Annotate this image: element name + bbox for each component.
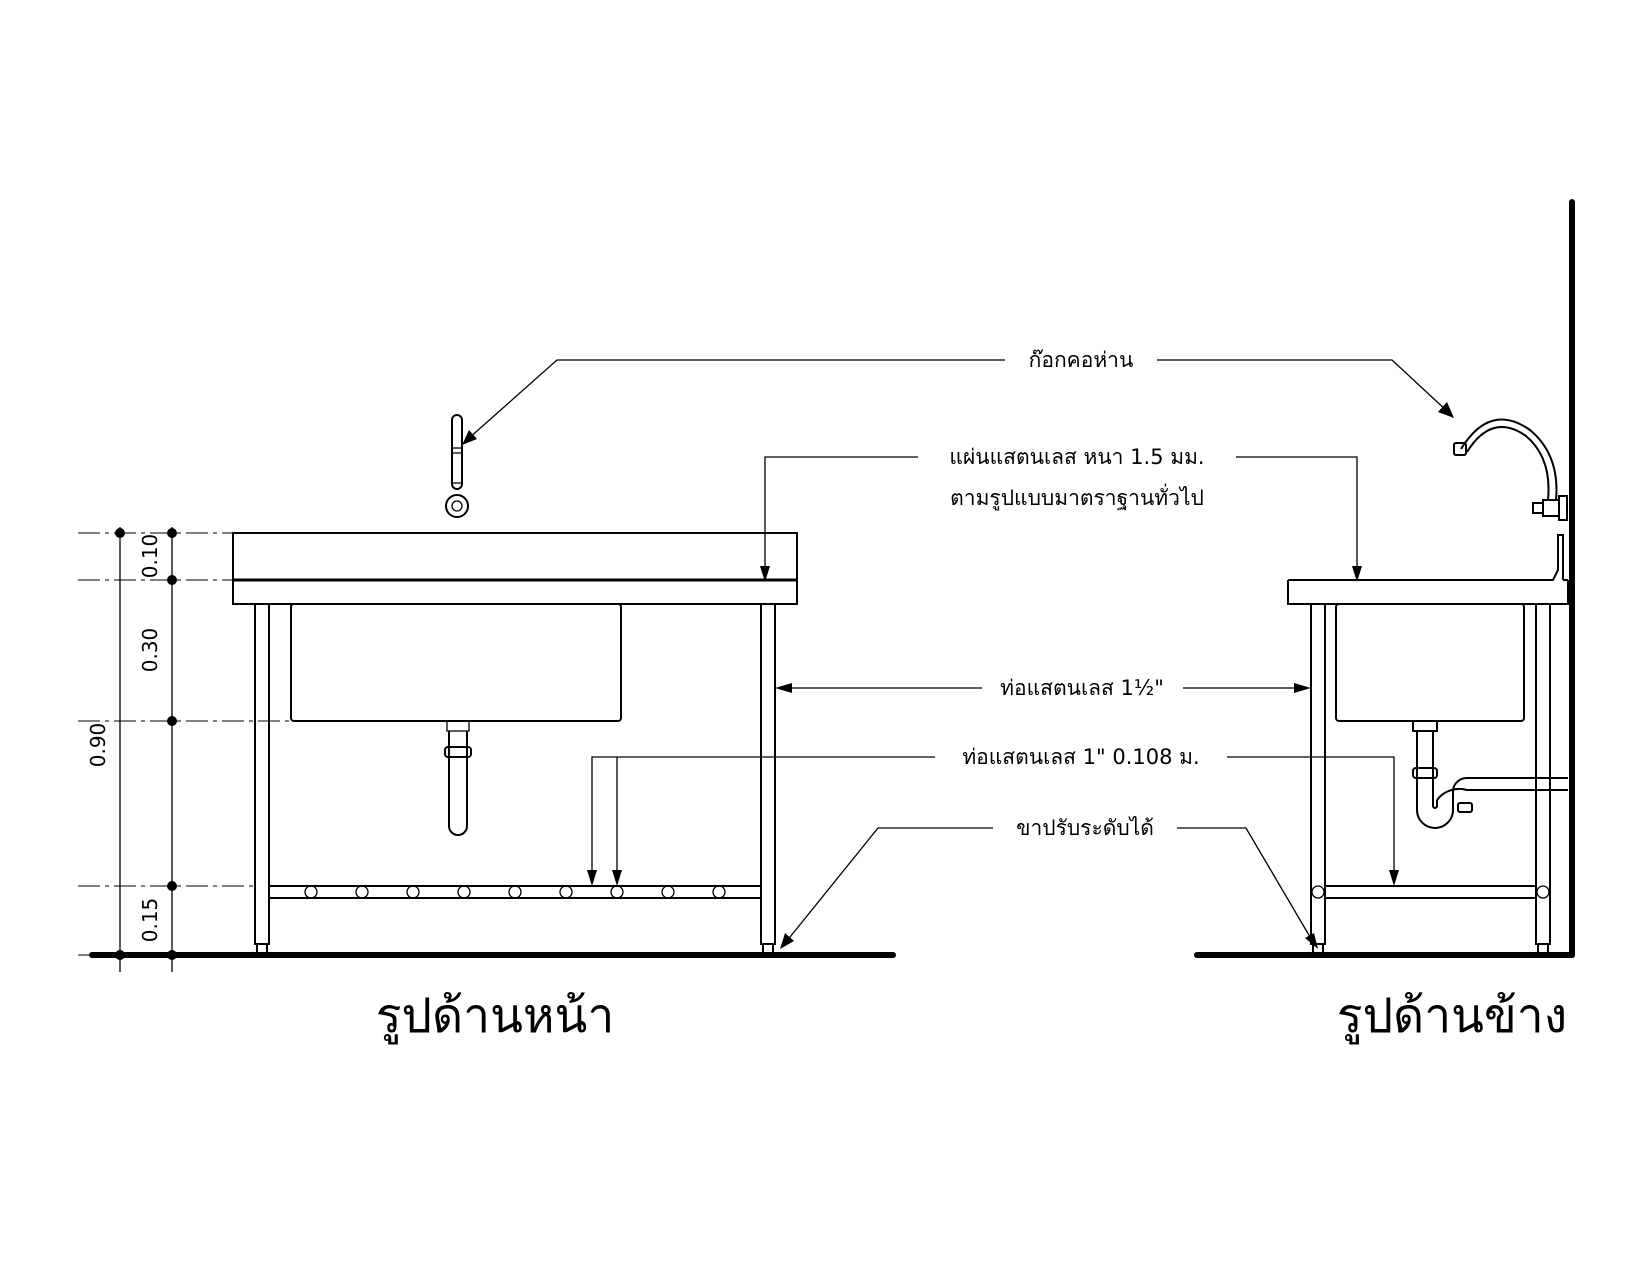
front-dimensions (78, 527, 291, 972)
label-faucet: ก๊อกคอห่าน (1029, 348, 1134, 372)
front-view: 0.90 0.10 0.30 0.15 รูปด้านหน้า (78, 414, 896, 1045)
dim-total: 0.90 (86, 723, 110, 768)
label-sub-pipe: ท่อแสตนเลส 1" 0.108 ม. (962, 745, 1199, 769)
front-sink-bowl (290, 603, 622, 722)
label-main-pipe: ท่อแสตนเลส 1½" (1000, 676, 1164, 700)
side-view-title: รูปด้านข้าง (1337, 988, 1567, 1045)
front-cross-bar (268, 885, 762, 899)
front-drain-pipe (444, 720, 472, 836)
label-stainless-sheet: แผ่นแสตนเลส หนา 1.5 มม. (949, 445, 1204, 469)
dim-top: 0.10 (138, 534, 162, 579)
side-p-trap (1412, 720, 1568, 829)
side-gooseneck-faucet (1453, 418, 1568, 521)
dim-bottom: 0.15 (138, 898, 162, 943)
side-left-leg (1310, 603, 1326, 954)
side-counter-top (1287, 534, 1569, 605)
front-view-title: รูปด้านหน้า (376, 988, 615, 1045)
front-faucet (445, 414, 469, 518)
label-adjustable-foot: ขาปรับระดับได้ (1016, 816, 1154, 840)
label-standard-pattern: ตามรูปแบบมาตราฐานทั่วไป (950, 483, 1204, 511)
side-sink-bowl (1335, 603, 1525, 722)
front-left-leg (254, 603, 270, 954)
side-cross-bar (1324, 885, 1537, 899)
front-bar-holes (304, 885, 726, 899)
front-counter-top (232, 579, 798, 605)
front-backsplash (232, 532, 798, 581)
side-view: รูปด้านข้าง (1194, 199, 1575, 1045)
front-right-leg (760, 603, 776, 954)
leader-lines (462, 359, 1454, 949)
dim-bowl: 0.30 (138, 628, 162, 673)
side-right-leg (1535, 603, 1551, 954)
